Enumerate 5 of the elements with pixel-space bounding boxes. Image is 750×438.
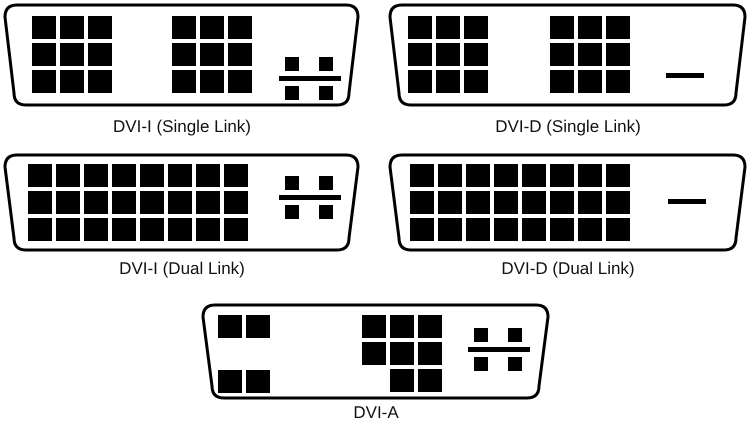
- connector-caption: DVI-D (Single Link): [495, 117, 641, 137]
- connector-caption: DVI-D (Dual Link): [501, 259, 635, 279]
- connector-caption: DVI-A: [353, 403, 399, 423]
- connector-caption: DVI-I (Single Link): [113, 117, 251, 137]
- connector-caption: DVI-I (Dual Link): [119, 259, 245, 279]
